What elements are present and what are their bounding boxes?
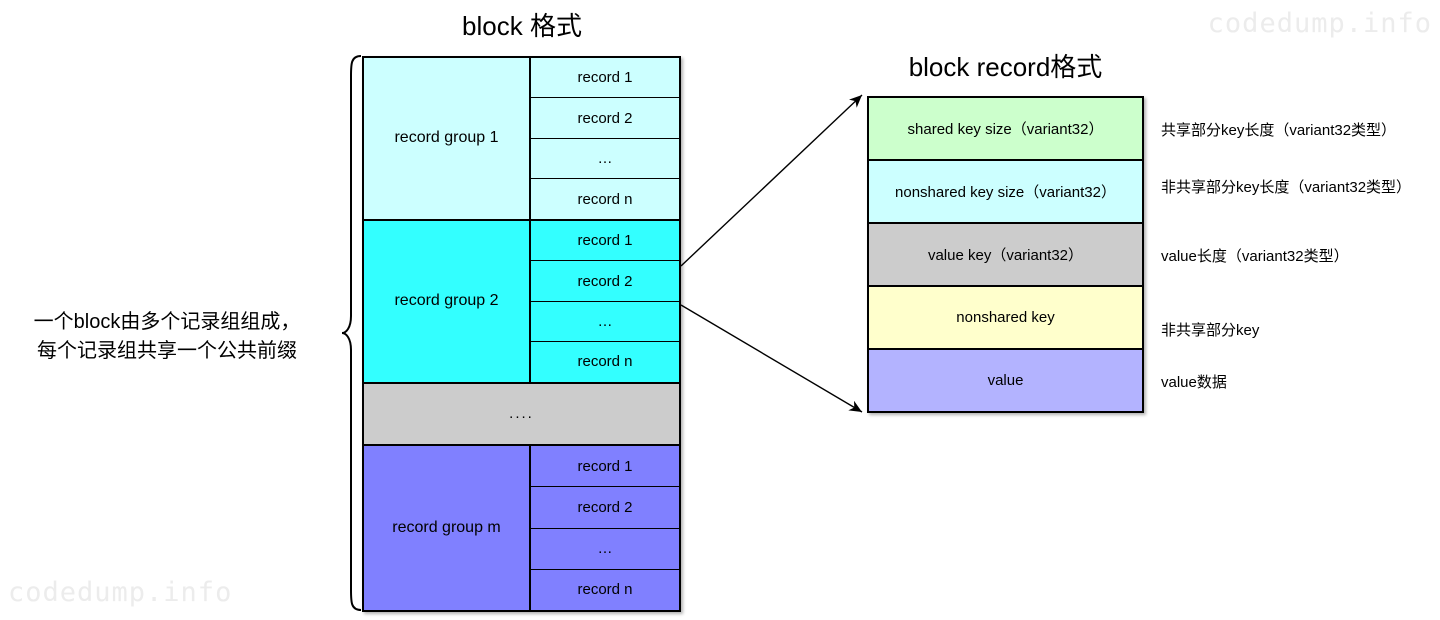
record-group-records: record 1 record 2 … record n <box>531 58 679 219</box>
record-cell: record n <box>577 581 633 599</box>
annotation-nonshared-key-size: 非共享部分key长度（variant32类型） <box>1161 179 1412 196</box>
block-format-table: record group 1 record 1 record 2 … recor… <box>362 56 681 612</box>
record-group-row: record group m record 1 record 2 … recor… <box>364 446 679 610</box>
record-group-ellipsis-row: .... <box>364 383 679 447</box>
record-group-records: record 1 record 2 … record n <box>531 221 679 382</box>
left-curly-brace-icon <box>341 55 362 611</box>
annotation-shared-key-size: 共享部分key长度（variant32类型） <box>1161 122 1397 139</box>
record-group-row: record group 2 record 1 record 2 … recor… <box>364 220 679 384</box>
record-field-value-key: value key（variant32） <box>869 224 1142 287</box>
record-group-label: record group m <box>364 446 531 610</box>
record-field-nonshared-key-size: nonshared key size（variant32） <box>869 161 1142 224</box>
annotation-value-key: value长度（variant32类型） <box>1161 248 1349 265</box>
annotation-nonshared-key: 非共享部分key <box>1161 322 1260 339</box>
record-cell: record 1 <box>531 221 679 262</box>
block-record-format-title: block record格式 <box>908 52 1103 82</box>
record-cell: record 1 <box>531 58 679 99</box>
record-group-row: record group 1 record 1 record 2 … recor… <box>364 58 679 221</box>
watermark-bottom-left: codedump.info <box>8 577 233 608</box>
block-description-caption: 一个block由多个记录组组成， 每个记录组共享一个公共前缀 <box>33 311 301 362</box>
record-field-value: value <box>869 350 1142 411</box>
block-record-format-table: shared key size（variant32） nonshared key… <box>867 96 1144 413</box>
record-field-shared-key-size: shared key size（variant32） <box>869 98 1142 161</box>
record-cell: … <box>531 529 679 570</box>
record-cell: record 2 <box>531 98 679 139</box>
record-cell: record 1 <box>531 446 679 488</box>
annotation-value: value数据 <box>1161 374 1227 391</box>
record-cell: … <box>531 139 679 180</box>
record-group-label: record group 2 <box>364 220 531 382</box>
record-cell: … <box>531 302 679 343</box>
record-group-records: record 1 record 2 … record n <box>531 446 679 610</box>
record-cell: record n <box>577 353 633 371</box>
arrow-to-record-top <box>680 94 863 267</box>
watermark-top-right: codedump.info <box>1207 8 1432 39</box>
block-format-title: block 格式 <box>462 11 582 41</box>
record-cell: record 2 <box>531 487 679 529</box>
record-group-label: record group 1 <box>364 58 531 219</box>
record-cell: record n <box>577 190 633 208</box>
record-field-nonshared-key: nonshared key <box>869 287 1142 350</box>
arrow-to-record-bottom <box>680 304 863 413</box>
record-cell: record 2 <box>531 261 679 302</box>
